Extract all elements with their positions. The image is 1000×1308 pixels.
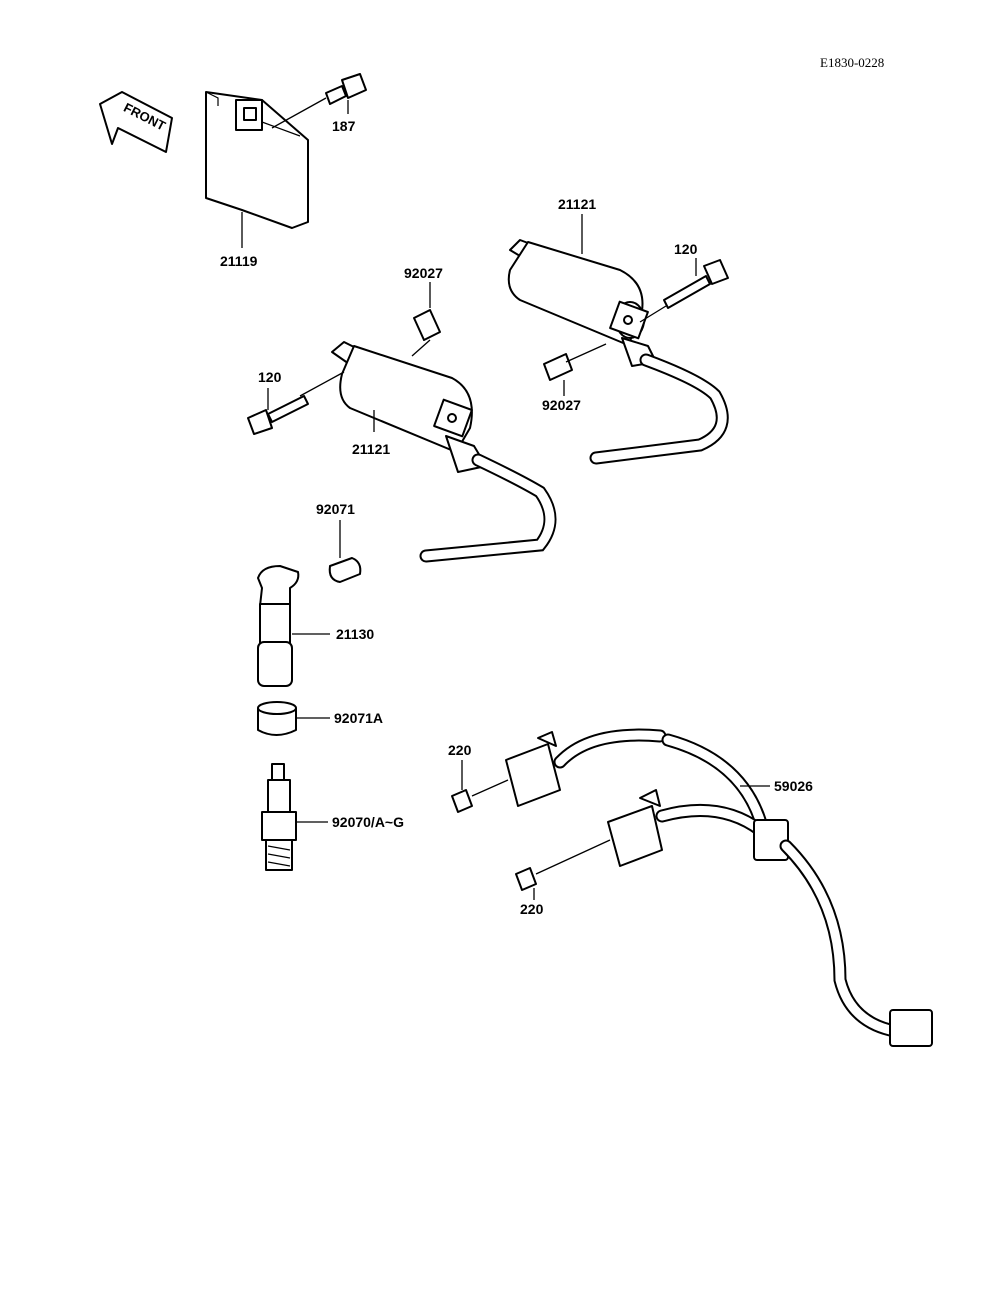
label-59026: 59026 (774, 778, 813, 794)
collar-92027-right (543, 343, 607, 396)
label-21130: 21130 (336, 626, 374, 642)
label-120-right: 120 (674, 241, 698, 257)
bolt-120-right (639, 258, 729, 323)
label-92071: 92071 (316, 501, 355, 517)
label-120-left: 120 (258, 369, 282, 385)
seal-92071 (328, 520, 362, 583)
collar-92027-top (411, 282, 441, 357)
spark-plug-92070 (261, 763, 328, 871)
label-92070: 92070/A~G (332, 814, 404, 830)
ignition-coil-left (331, 341, 557, 563)
ignition-coil-right (507, 214, 729, 465)
front-arrow-icon: FRONT (99, 91, 173, 153)
bolt-220-top (451, 760, 509, 813)
diagram-code: E1830-0228 (820, 55, 884, 70)
label-187: 187 (332, 118, 356, 134)
bolt-120-left (247, 371, 345, 435)
label-21121-left: 21121 (352, 441, 390, 457)
label-21119: 21119 (220, 253, 258, 269)
collar-92071A (257, 701, 330, 736)
control-unit-21119 (205, 91, 309, 248)
label-92027-right: 92027 (542, 397, 581, 413)
bolt-187 (271, 73, 367, 129)
bolt-220-bottom (515, 839, 611, 900)
label-220-top: 220 (448, 742, 472, 758)
pickup-harness-59026 (505, 728, 933, 1047)
label-21121-top: 21121 (558, 196, 596, 212)
label-220-bottom: 220 (520, 901, 544, 917)
label-92071A: 92071A (334, 710, 383, 726)
plug-cap-21130 (257, 565, 330, 687)
label-92027-top: 92027 (404, 265, 443, 281)
